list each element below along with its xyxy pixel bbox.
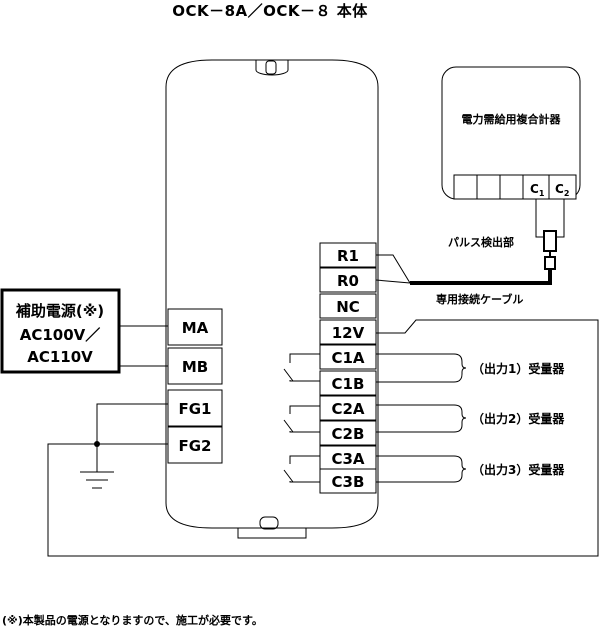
aux-power-line1: 補助電源(※) — [15, 302, 104, 320]
meter-terminal-c2: C2 — [555, 182, 569, 198]
aux-power-box: 補助電源(※) AC100V／ AC110V — [0, 288, 121, 374]
aux-power-line2: AC100V／ — [20, 326, 101, 344]
power-meter: 電力需給用複合計器 C1 C2 — [441, 66, 581, 200]
right-terminal-block — [319, 242, 377, 494]
terminal-label-c3a: C3A — [331, 450, 364, 468]
output2-receiver-label: （出力2）受量器 — [472, 411, 565, 426]
terminal-label-ma: MA — [182, 319, 209, 337]
terminal-label-mb: MB — [182, 358, 208, 376]
output1-receiver-label: （出力1）受量器 — [472, 361, 565, 376]
terminal-label-c2b: C2B — [332, 425, 365, 443]
diagram-title: OCK－8A／OCK－８ 本体 — [172, 2, 368, 20]
footnote: (※)本製品の電源となりますので、施工が必要です。 — [2, 613, 263, 627]
terminal-c3a — [319, 445, 377, 471]
aux-power-line3: AC110V — [27, 348, 93, 366]
terminal-r0 — [319, 267, 377, 293]
terminal-c2a — [319, 395, 377, 421]
terminal-label-c2a: C2A — [331, 400, 364, 418]
output-contacts — [283, 353, 320, 483]
main-unit-body — [165, 59, 379, 539]
terminal-label-c1b: C1B — [332, 375, 365, 393]
ground-junction-dot — [94, 441, 100, 447]
cable-label: 専用接続ケーブル — [436, 292, 523, 306]
terminal-label-fg2: FG2 — [179, 437, 212, 455]
terminal-label-c3b: C3B — [332, 473, 365, 491]
pulse-detector-label: パルス検出部 — [448, 235, 514, 249]
terminal-label-r1: R1 — [337, 247, 359, 265]
terminal-12v — [319, 319, 377, 345]
terminal-label-c1a: C1A — [331, 349, 364, 367]
terminal-label-nc: NC — [336, 298, 360, 316]
left-terminal-block: MA MB FG1 FG2 — [167, 308, 223, 464]
terminal-c3b — [319, 468, 377, 494]
terminal-c2b — [319, 420, 377, 446]
aux-power-wires — [119, 325, 168, 367]
terminal-mb — [167, 347, 223, 385]
right-terminal-labels: R1 R0 NC 12V C1A C1B C2A C2B C3A C3B — [331, 247, 364, 491]
output-wiring — [376, 353, 467, 483]
output3-receiver-label: （出力3）受量器 — [472, 462, 565, 477]
terminal-fg1 — [167, 389, 223, 427]
terminal-c1a — [319, 344, 377, 370]
terminal-label-12v: 12V — [332, 324, 365, 342]
meter-terminal-c1: C1 — [530, 182, 545, 198]
terminal-r1 — [319, 242, 377, 268]
pulse-detector: パルス検出部 — [448, 230, 557, 270]
meter-label: 電力需給用複合計器 — [462, 112, 562, 126]
terminal-nc — [319, 293, 377, 319]
terminal-c1b — [319, 370, 377, 396]
terminal-label-r0: R0 — [337, 272, 359, 290]
terminal-fg2 — [167, 426, 223, 464]
ground-symbol-icon — [80, 471, 114, 489]
meter-leads — [535, 199, 565, 238]
ground-wiring — [47, 319, 599, 557]
terminal-ma — [167, 308, 223, 346]
dedicated-cable — [375, 254, 552, 285]
terminal-label-fg1: FG1 — [179, 400, 212, 418]
